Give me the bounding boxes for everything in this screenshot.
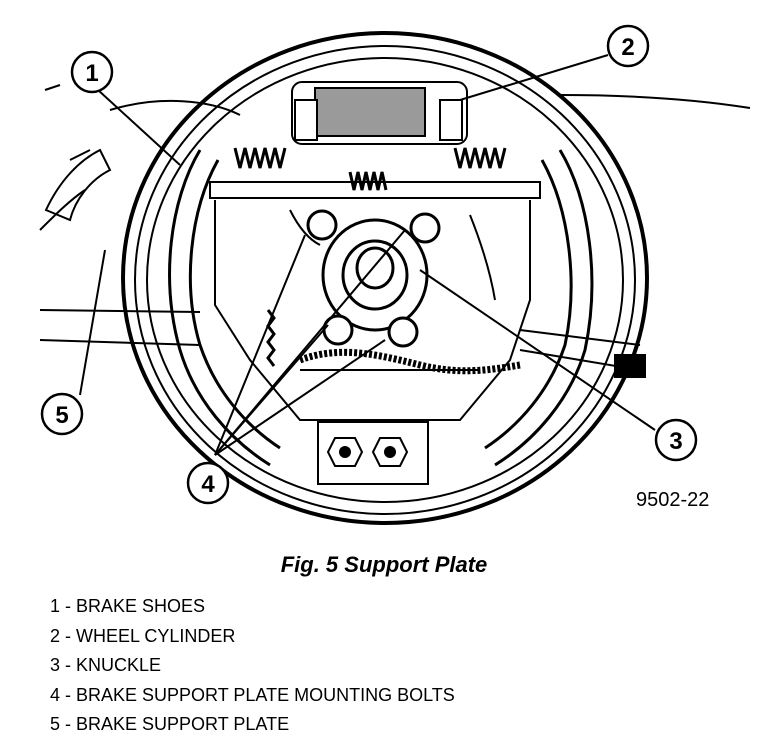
anchor-block xyxy=(317,421,429,485)
legend-item: 1 - BRAKE SHOES xyxy=(50,596,206,616)
legend-item: 5 - BRAKE SUPPORT PLATE xyxy=(50,714,290,734)
mounting-bolts xyxy=(306,209,441,348)
knuckle xyxy=(321,218,429,332)
callout-4: 4 xyxy=(186,461,230,505)
svg-text:2: 2 xyxy=(621,34,634,61)
parking-brake-cable xyxy=(298,348,521,375)
leader-lines xyxy=(79,54,656,456)
callout-3: 3 xyxy=(654,418,698,462)
legend-list: 1 - BRAKE SHOES 2 - WHEEL CYLINDER 3 - K… xyxy=(50,592,455,740)
figure-code: 9502-22 xyxy=(636,489,709,511)
backing-plate xyxy=(209,181,541,421)
legend-item: 4 - BRAKE SUPPORT PLATE MOUNTING BOLTS xyxy=(50,684,455,705)
svg-text:3: 3 xyxy=(669,428,682,455)
callout-5: 5 xyxy=(40,392,84,436)
legend-item: 3 - KNUCKLE xyxy=(50,655,162,675)
svg-text:4: 4 xyxy=(201,471,215,498)
brake-support-plate-illustration: 1 2 3 4 5 9502-22 xyxy=(39,24,751,525)
figure-caption: Fig. 5 Support Plate xyxy=(280,552,488,577)
callout-2: 2 xyxy=(606,24,650,68)
wheel-cylinder xyxy=(291,81,468,145)
callout-1: 1 xyxy=(70,50,114,94)
svg-text:1: 1 xyxy=(85,60,98,87)
svg-text:5: 5 xyxy=(55,402,68,429)
support-plate xyxy=(121,31,649,525)
legend-item: 2 - WHEEL CYLINDER xyxy=(50,625,236,646)
